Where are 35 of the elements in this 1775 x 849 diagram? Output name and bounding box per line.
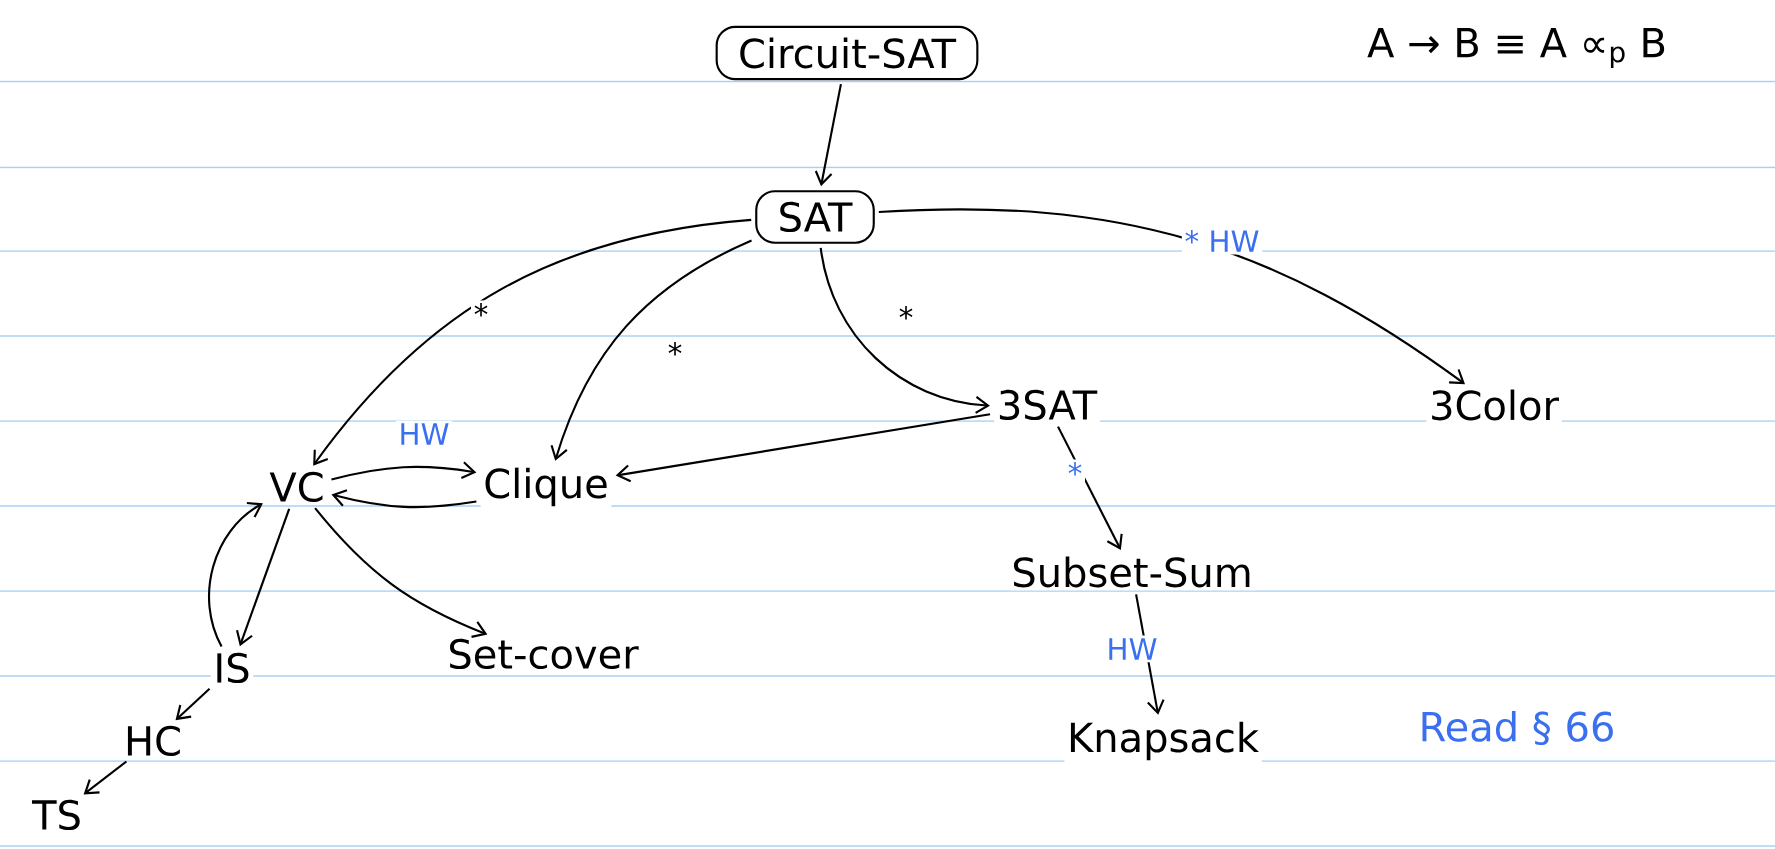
note-text: A → B ≡ A ∝$_{p}$ B [1367, 28, 1665, 68]
edge-label: HW [1103, 635, 1161, 663]
arrow [331, 461, 477, 481]
arrow [236, 508, 291, 647]
node-label: 3SAT [994, 387, 1100, 423]
node-label: Set-cover [444, 636, 642, 672]
arrow [878, 208, 1466, 385]
node-label: IS [210, 650, 254, 686]
arrow [208, 502, 263, 647]
edge-label: * [471, 300, 491, 328]
node-label: 3Color [1426, 386, 1562, 424]
arrow [550, 239, 752, 461]
rounded-box: SAT [755, 190, 875, 244]
note-text: Read § 66 [1422, 710, 1613, 746]
edge-label: * [896, 303, 916, 331]
edge-label: * HW [1181, 227, 1263, 255]
arrow [814, 83, 842, 187]
node-label: Clique [480, 464, 612, 509]
node-label: Subset-Sum [1008, 553, 1256, 591]
node-label: VC [266, 469, 328, 505]
arrow [314, 507, 488, 638]
rounded-box: Circuit-SAT [715, 25, 979, 81]
edge-label: HW [395, 420, 453, 448]
arrow [615, 413, 991, 483]
arrow [331, 489, 477, 509]
arrow [1057, 426, 1123, 550]
node-label: HC [121, 723, 185, 759]
arrow [313, 218, 752, 466]
node-label: Knapsack [1064, 718, 1262, 763]
edge-label: * [665, 339, 685, 367]
arrow [819, 247, 990, 414]
arrow [175, 687, 211, 721]
edge-label: * [1065, 459, 1085, 487]
node-label: TS [29, 797, 85, 833]
arrow [83, 760, 128, 795]
